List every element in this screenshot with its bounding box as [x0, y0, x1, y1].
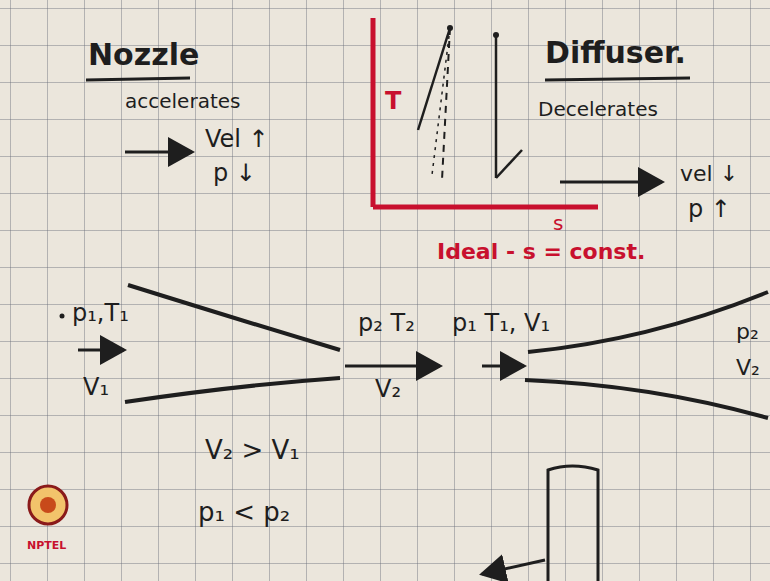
handwritten-label: Diffuser.: [545, 36, 686, 69]
t-axis: [371, 18, 376, 207]
process-line: [432, 28, 450, 175]
flow-arrow: [125, 151, 192, 154]
handwritten-label: vel ↓: [680, 162, 738, 186]
handwritten-label: p₂ T₂: [358, 310, 415, 336]
underline: [545, 78, 690, 80]
actual-process-line: [496, 150, 522, 178]
handwritten-label: NPTEL: [27, 540, 66, 552]
handwritten-label: Vel ↑: [205, 126, 269, 152]
handwritten-label: p₂: [736, 320, 759, 344]
handwritten-label: V₂ > V₁: [205, 436, 300, 465]
device-sketch: [548, 466, 598, 581]
handwritten-label: p ↓: [213, 160, 256, 186]
flow-arrow: [78, 349, 124, 352]
logo: [40, 497, 56, 513]
dot: [60, 314, 65, 319]
logo: [29, 486, 67, 524]
handwritten-label: Nozzle: [88, 38, 199, 71]
pointer-arrow: [482, 560, 545, 574]
diffuser-wall: [525, 380, 768, 418]
handwritten-label: Ideal - s = const.: [437, 240, 645, 264]
handwritten-label: p ↑: [688, 196, 731, 222]
isentropic-line: [495, 35, 498, 178]
handwritten-label: Decelerates: [538, 98, 658, 120]
s-axis: [373, 205, 598, 210]
state-point: [493, 32, 499, 38]
handwritten-label: p₁ T₁, V₁: [452, 310, 550, 336]
nozzle-wall: [125, 378, 340, 402]
state-point: [447, 25, 453, 31]
underline: [86, 78, 190, 80]
handwritten-label: T: [385, 88, 401, 114]
handwritten-label: V₁: [83, 374, 109, 400]
flow-arrow: [560, 181, 662, 184]
nozzle-wall: [128, 285, 340, 350]
handwritten-label: p₁ < p₂: [198, 498, 290, 527]
flow-arrow: [345, 365, 440, 368]
diffuser-wall: [528, 292, 768, 352]
handwritten-label: V₂: [375, 376, 401, 402]
handwritten-label: V₂: [736, 356, 760, 380]
flow-arrow: [482, 365, 524, 368]
handwritten-label: s: [553, 212, 563, 234]
handwritten-label: p₁,T₁: [72, 300, 129, 326]
handwritten-label: accelerates: [125, 90, 240, 112]
actual-process-line: [418, 28, 450, 130]
